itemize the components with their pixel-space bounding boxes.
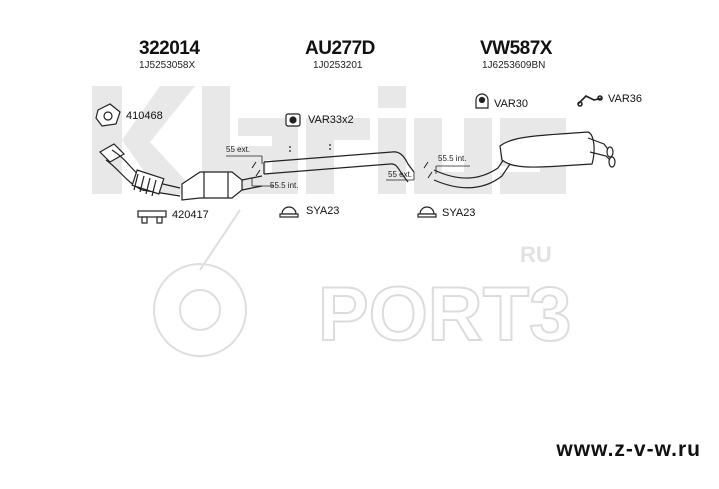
part-label-var33: VAR33x2 xyxy=(308,114,354,126)
svg-text:RU: RU xyxy=(520,242,552,267)
section-oem-middle: 1J0253201 xyxy=(313,60,363,71)
dim-rear-int: 55.5 int. xyxy=(438,154,467,163)
clamp-sya23-b-icon xyxy=(417,206,437,218)
section-oem-rear: 1J6253609BN xyxy=(482,60,546,71)
footer-url: www.z-v-w.ru xyxy=(556,438,701,461)
section-code-front: 322014 xyxy=(139,38,200,59)
part-label-sya23-a: SYA23 xyxy=(306,205,340,217)
port3-watermark: PORT3 RU xyxy=(153,209,572,358)
klarius-watermark xyxy=(92,86,566,194)
part-label-var30: VAR30 xyxy=(494,98,529,110)
part-label-sya23-b: SYA23 xyxy=(442,207,476,219)
dim-front-int: 55.5 int. xyxy=(270,181,299,190)
section-oem-front: 1J5253058X xyxy=(139,60,196,71)
middle-pipe xyxy=(263,144,415,183)
gasket-icon xyxy=(95,103,121,127)
svg-text:PORT3: PORT3 xyxy=(318,272,571,357)
part-label-var36: VAR36 xyxy=(608,93,643,105)
joint-marks xyxy=(251,161,433,179)
dim-front-ext: 55 ext. xyxy=(226,145,251,154)
hanger-var36-icon xyxy=(577,95,603,107)
clamp-sya23-a-icon xyxy=(279,206,299,218)
rear-silencer xyxy=(433,131,616,189)
section-code-middle: AU277D xyxy=(305,38,375,59)
part-label-gasket: 410468 xyxy=(126,110,163,122)
bracket-icon xyxy=(137,210,167,224)
front-pipe-catalyst xyxy=(99,143,263,201)
section-code-rear: VW587X xyxy=(480,38,552,59)
rubber-mount-var33-icon xyxy=(285,113,301,127)
part-label-bracket: 420417 xyxy=(172,209,209,221)
dimension-lines xyxy=(226,155,470,187)
dim-rear-ext: 55 ext. xyxy=(388,170,413,179)
rubber-mount-var30-icon xyxy=(475,93,489,109)
